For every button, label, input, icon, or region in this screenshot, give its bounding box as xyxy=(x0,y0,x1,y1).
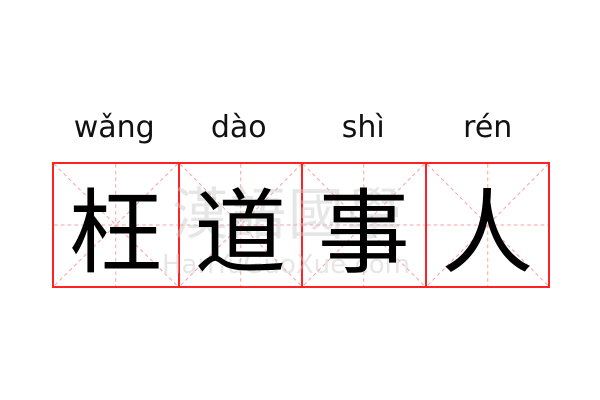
character-4: 人 xyxy=(441,179,534,287)
pinyin-2: dào xyxy=(210,110,267,145)
pinyin-4: rén xyxy=(463,110,513,145)
pinyin-1: wǎng xyxy=(73,110,155,145)
guide-lines xyxy=(303,164,425,286)
character-3: 事 xyxy=(317,179,410,287)
pinyin-3: shì xyxy=(341,110,385,145)
guide-lines xyxy=(179,164,301,286)
character-grid: 枉 道 事 人 xyxy=(52,162,550,288)
character-cell: 事 xyxy=(301,164,425,287)
guide-lines xyxy=(54,164,178,286)
guide-lines xyxy=(426,164,548,286)
character-cell: 道 xyxy=(177,164,301,287)
character-2: 道 xyxy=(194,179,287,287)
character-cell: 枉 xyxy=(54,164,178,287)
character-cell: 人 xyxy=(424,164,548,287)
pinyin-row: wǎng dào shì rén xyxy=(52,108,550,148)
character-1: 枉 xyxy=(69,179,162,287)
